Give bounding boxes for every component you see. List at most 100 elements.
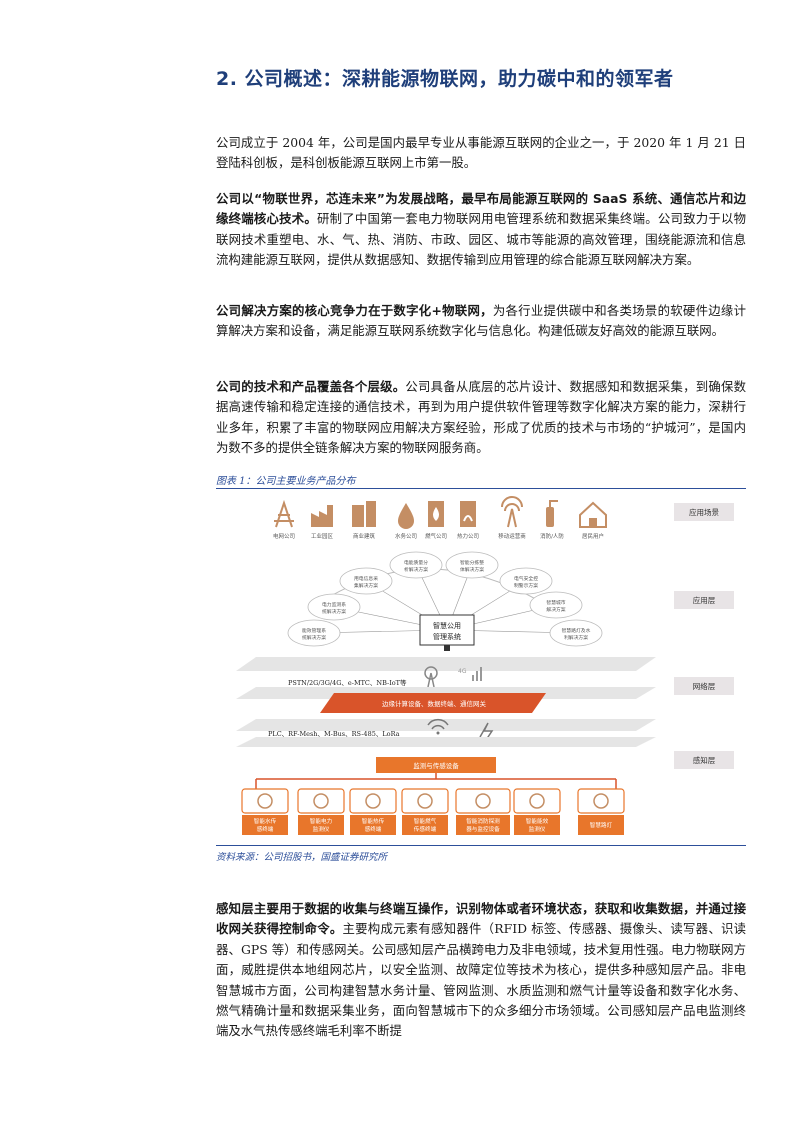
app-bubble-label-cont: 统解决方案 (302, 634, 326, 641)
level-tag (674, 503, 734, 521)
level-tag-label: 应用层 (693, 595, 716, 605)
figure-bottom-rule (216, 845, 746, 846)
device-label-box (514, 815, 560, 835)
device-icon-frame (297, 788, 345, 814)
diagram-canvas: 电网公司工业园区商业建筑水务公司燃气公司热力公司移动运营商消防/人防居民用户 用… (236, 496, 734, 835)
device-label-box (350, 815, 396, 835)
scenario-label: 移动运营商 (498, 532, 526, 540)
paragraph-strategy: 公司以“物联世界，芯连未来”为发展战略，最早布局能源互联网的 SaaS 系统、通… (216, 189, 746, 271)
app-bubble (287, 619, 341, 647)
app-bubble-label: 智慧城市 (546, 599, 565, 606)
device-label-cont: 监测仪 (313, 825, 330, 833)
sense-connector (255, 773, 617, 789)
app-bubble (549, 619, 603, 647)
paragraph-coverage-body: 公司具备从底层的芯片设计、数据感知和数据采集，到确保数据高速传输和稳定连接的通信… (216, 379, 747, 456)
paragraph-competitiveness-body: 为各行业提供碳中和各类场景的软硬件边缘计算解决方案和设备，满足能源互联网系统数字… (216, 303, 746, 339)
app-bubble-label-cont: 析解决方案 (404, 566, 428, 573)
scenario-label: 电网公司 (273, 532, 295, 540)
device-label: 智能燃气 (414, 817, 437, 825)
paragraph-sensing-layer: 感知层主要用于数据的收集与终端互操作，识别物体或者环境状态，获取和收集数据，并通… (216, 899, 746, 1042)
level-tag-label: 感知层 (693, 755, 716, 765)
device-label-box (402, 815, 448, 835)
net-protocols-lower: PLC、RF-Mesh、M-Bus、RS-485、LoRa (268, 730, 400, 738)
level-tag (674, 751, 734, 769)
device-label: 智能消防探测 (466, 817, 500, 825)
net-layer-platform-2 (236, 719, 656, 731)
paragraph-sensing-layer-body: 主要构成元素有感知器件（RFID 标签、传感器、摄像头、读写器、识读器、GPS … (216, 921, 747, 1039)
device-icon-frame (241, 788, 289, 814)
paragraph-coverage: 公司的技术和产品覆盖各个层级。公司具备从底层的芯片设计、数据感知和数据采集，到确… (216, 377, 746, 459)
device-label: 智慧路灯 (590, 821, 613, 829)
device-icon-frame (577, 788, 625, 814)
scenario-label: 热力公司 (457, 532, 479, 540)
app-bubble (339, 567, 393, 595)
app-bubble-label: 电气安全控 (514, 575, 538, 582)
tower-icon (424, 666, 438, 688)
app-bubble (445, 551, 499, 579)
app-bubble (499, 567, 553, 595)
scenario-label: 商业建筑 (353, 532, 376, 540)
paragraph-strategy-lead: 公司以“物联世界，芯连未来”为发展战略，最早布局能源互联网的 SaaS 系统、通… (216, 191, 746, 227)
app-bubble (307, 593, 361, 621)
app-bubble-label-cont: 解决方案 (546, 606, 565, 613)
app-bubble-label-cont: 制警示方案 (514, 582, 538, 589)
scenario-icon-power-grid (274, 499, 294, 528)
device-icon (257, 793, 273, 809)
app-bubble-label: 用电信息采 (354, 575, 378, 582)
paragraph-company-founded: 公司成立于 2004 年，公司是国内最早专业从事能源互联网的企业之一，于 202… (216, 135, 746, 171)
paragraph-strategy-body: 研制了中国第一套电力物联网用电管理系统和数据采集终端。公司致力于以物联网技术重塑… (216, 211, 747, 268)
device-label-cont: 感终端 (257, 825, 274, 833)
sense-devices: 智能水传感终端智能电力监测仪智能热传感终端智能燃气传感终端智能消防探测器与监控设… (241, 788, 625, 835)
app-bubble-label: 能效管理系 (302, 627, 326, 634)
scenario-icon-fire-defense (546, 500, 558, 527)
app-bubble-label-cont: 体解决方案 (460, 566, 484, 573)
net-band-label: 边缘计算设备、数据终端、通信网关 (382, 699, 487, 708)
net-band (320, 693, 546, 713)
level-tag-label: 网络层 (693, 681, 716, 691)
app-bubble (529, 591, 583, 619)
scenario-icon-water (398, 503, 414, 529)
level-tag (674, 677, 734, 695)
app-bubble-label-cont: 利解决方案 (564, 634, 588, 641)
signal-4g-icon: 4G (458, 667, 482, 681)
app-bubble-label: 电力监测系 (322, 601, 346, 608)
scenario-icon-heat (460, 501, 476, 527)
app-layer-platform (236, 657, 656, 671)
device-icon-frame (349, 788, 397, 814)
app-bubble-label: 智慧路灯及水 (562, 627, 591, 634)
device-icon (475, 793, 491, 809)
device-icon-frame (401, 788, 449, 814)
scenario-label: 工业园区 (311, 532, 334, 540)
figure-top-rule (216, 488, 746, 489)
device-icon-frame (455, 788, 511, 814)
paragraph-sensing-layer-lead: 感知层主要用于数据的收集与终端互操作，识别物体或者环境状态，获取和收集数据，并通… (216, 901, 746, 937)
device-icon (365, 793, 381, 809)
device-label-box (456, 815, 510, 835)
app-bubble-label-cont: 集解决方案 (354, 582, 378, 589)
sense-band-label: 监测与传感设备 (413, 761, 459, 770)
app-bubble (389, 551, 443, 579)
app-bubble-label-cont: 统解决方案 (322, 608, 346, 615)
hub-system: 智慧公用 管理系统 (419, 614, 475, 651)
figure-source: 资料来源：公司招股书，国盛证券研究所 (216, 852, 388, 863)
device-icon (313, 793, 329, 809)
device-label: 智能热传 (362, 817, 385, 825)
net-layer-platform-3 (236, 737, 656, 747)
scenario-icon-residential (579, 501, 607, 528)
plc-icon (479, 722, 494, 744)
device-icon (417, 793, 433, 809)
device-label-box (242, 815, 288, 835)
net-protocols-upper: PSTN/2G/3G/4G、e-MTC、NB-IoT等 (288, 678, 407, 687)
scenario-labels: 电网公司工业园区商业建筑水务公司燃气公司热力公司移动运营商消防/人防居民用户 (273, 532, 604, 540)
scenario-icon-gas (428, 501, 444, 527)
device-icon-frame (513, 788, 561, 814)
paragraph-competitiveness-lead: 公司解决方案的核心竞争力在于数字化+物联网， (216, 303, 493, 318)
scenario-label: 燃气公司 (425, 532, 447, 540)
device-label: 智能能效 (526, 817, 549, 825)
business-layer-diagram: 电网公司工业园区商业建筑水务公司燃气公司热力公司移动运营商消防/人防居民用户 用… (216, 493, 746, 843)
hub-label-1: 智慧公用 (433, 621, 461, 630)
device-label-cont: 感终端 (365, 825, 382, 833)
scenario-label: 消防/人防 (540, 532, 564, 540)
scenario-label: 居民用户 (582, 532, 604, 540)
